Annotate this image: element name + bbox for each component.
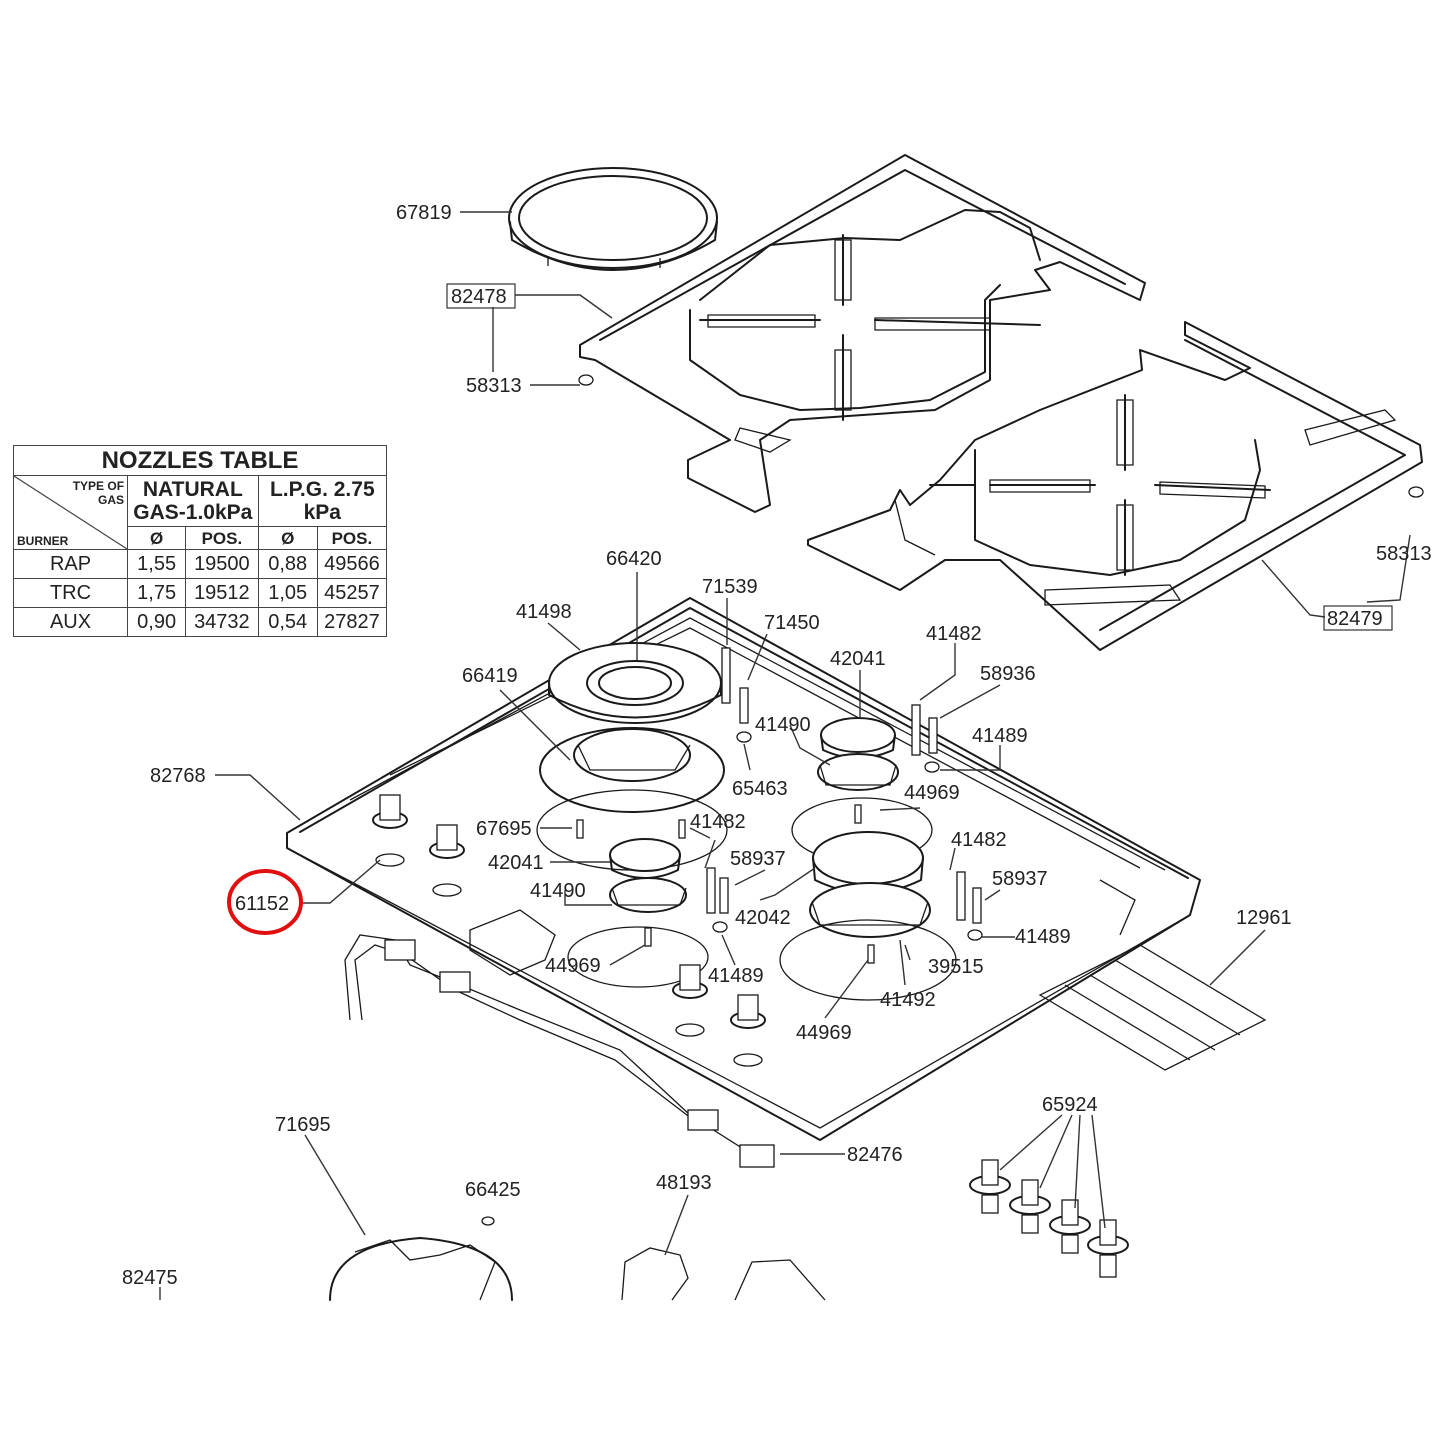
part-label-71450: 71450 [764,612,820,634]
burner-rapid [536,642,728,871]
part-label-58937: 58937 [992,868,1048,890]
part-label-82768: 82768 [150,765,206,787]
part-label-58313: 58313 [466,375,522,397]
screws [576,804,875,964]
subheader-position: POS. [185,526,259,550]
part-label-61152: 61152 [235,893,289,915]
table-cell: 0,54 [257,607,318,637]
part-label-44969: 44969 [796,1022,852,1044]
burner-semi-rapid-rear [791,717,933,863]
part-label-71695: 71695 [275,1114,331,1136]
part-label-42041: 42041 [830,648,886,670]
part-label-66425: 66425 [465,1179,521,1201]
burner-triple-ring [779,831,957,1001]
part-label-41490: 41490 [755,714,811,736]
gas-type-natural: NATURAL GAS-1.0kPa [127,475,259,527]
burner-name: AUX [12,607,129,637]
part-label-58937: 58937 [730,848,786,870]
highlight-circle [227,869,303,935]
label-box-82479 [1323,605,1393,631]
pan-support-right [807,321,1424,651]
subheader-position: POS. [316,526,388,550]
table-cell: 45257 [316,578,388,608]
control-knobs [969,1159,1129,1278]
bottom-parts [329,1216,826,1301]
burner-name: TRC [12,578,129,608]
table-cell: 19512 [185,578,259,608]
part-label-66420: 66420 [606,548,662,570]
leader-lines [159,211,1411,1300]
table-cell: 27827 [316,607,388,637]
part-label-58936: 58936 [980,663,1036,685]
part-label-71539: 71539 [702,576,758,598]
part-label-82479: 82479 [1327,608,1383,630]
part-label-41482: 41482 [690,811,746,833]
part-label-65463: 65463 [732,778,788,800]
part-label-41489: 41489 [1015,926,1071,948]
table-cell: 0,90 [127,607,187,637]
subheader-diameter: Ø [127,526,187,550]
part-label-48193: 48193 [656,1172,712,1194]
label-box-82478 [446,283,516,309]
burner-auxiliary-front [567,838,709,988]
tap-spindles [372,794,766,1067]
hob-top-plate [286,597,1201,1141]
table-row: TRC 1,75 19512 1,05 45257 [12,578,388,608]
table-cell: 34732 [185,607,259,637]
pan-support-left [578,154,1146,513]
part-label-42041: 42041 [488,852,544,874]
part-label-41492: 41492 [880,989,936,1011]
table-row: RAP 1,55 19500 0,88 49566 [12,549,388,579]
wiring-harness [344,934,775,1168]
part-label-41482: 41482 [951,829,1007,851]
sealing-strips [1038,944,1267,1071]
part-label-41489: 41489 [972,725,1028,747]
table-cell: 1,05 [257,578,318,608]
part-label-44969: 44969 [904,782,960,804]
part-label-67695: 67695 [476,818,532,840]
subheader-diameter: Ø [257,526,318,550]
part-label-42042: 42042 [735,907,791,929]
part-label-82478: 82478 [451,286,507,308]
table-corner-cell: TYPE OF GAS BURNER [12,475,129,550]
part-label-65924: 65924 [1042,1094,1098,1116]
part-label-39515: 39515 [928,956,984,978]
part-label-44969: 44969 [545,955,601,977]
part-label-41489: 41489 [708,965,764,987]
table-cell: 0,88 [257,549,318,579]
part-label-67819: 67819 [396,202,452,224]
nozzles-table: NOZZLES TABLE TYPE OF GAS BURNER NATURAL… [12,445,388,637]
part-label-66419: 66419 [462,665,518,687]
gas-type-lpg: L.P.G. 2.75 kPa [257,475,388,527]
table-cell: 19500 [185,549,259,579]
part-label-82475: 82475 [122,1267,178,1289]
trivet-ring [508,167,718,271]
electrodes-thermocouples [706,647,983,941]
table-cell: 1,75 [127,578,187,608]
corner-label-gas-type: TYPE OF GAS [72,479,125,507]
part-label-41498: 41498 [516,601,572,623]
part-label-41490: 41490 [530,880,586,902]
part-label-12961: 12961 [1236,907,1292,929]
part-labels: 67819 82478 58313 58313 82479 66420 7153… [122,202,1432,1289]
table-cell: 1,55 [127,549,187,579]
table-cell: 49566 [316,549,388,579]
part-label-82476: 82476 [847,1144,903,1166]
part-label-41482: 41482 [926,623,982,645]
nozzles-table-title: NOZZLES TABLE [13,445,387,476]
part-label-58313: 58313 [1376,543,1432,565]
corner-label-burner: BURNER [17,534,69,548]
table-row: AUX 0,90 34732 0,54 27827 [12,607,388,637]
burner-name: RAP [12,549,129,579]
